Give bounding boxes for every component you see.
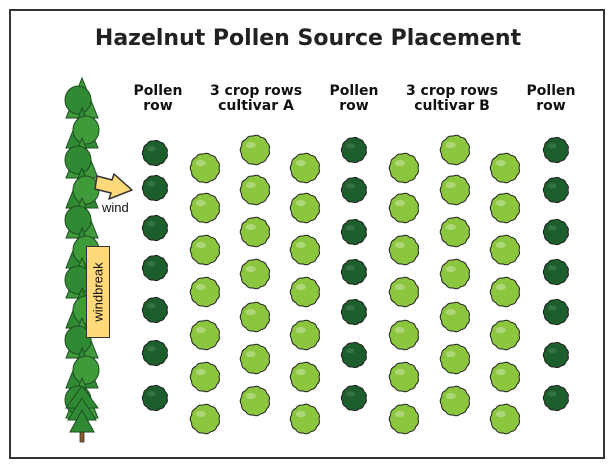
crop-tree bbox=[190, 404, 219, 434]
pollen-tree bbox=[341, 385, 366, 410]
pollen-tree bbox=[341, 259, 366, 284]
pollen-tree bbox=[543, 259, 568, 284]
pollen-tree bbox=[543, 299, 568, 324]
wind-label: wind bbox=[102, 200, 129, 215]
crop-tree bbox=[190, 320, 219, 350]
crop-tree bbox=[389, 320, 418, 350]
pollen-tree bbox=[142, 340, 167, 365]
pollen-tree bbox=[142, 175, 167, 200]
crop-tree bbox=[190, 362, 219, 392]
pollen-tree bbox=[543, 137, 568, 162]
pollen-tree bbox=[341, 299, 366, 324]
crop-tree bbox=[240, 217, 269, 247]
crop-tree bbox=[190, 153, 219, 183]
pollen-tree bbox=[341, 177, 366, 202]
crop-tree bbox=[440, 175, 469, 205]
pollen-tree bbox=[341, 137, 366, 162]
crop-tree bbox=[440, 302, 469, 332]
crop-tree bbox=[490, 153, 519, 183]
pollen-tree bbox=[142, 297, 167, 322]
windbreak-label: windbreak bbox=[91, 246, 106, 338]
crop-tree bbox=[389, 193, 418, 223]
pollen-tree bbox=[142, 140, 167, 165]
crop-tree bbox=[490, 235, 519, 265]
crop-tree bbox=[240, 259, 269, 289]
crop-tree bbox=[290, 193, 319, 223]
crop-tree bbox=[240, 386, 269, 416]
pollen-tree bbox=[543, 342, 568, 367]
pollen-tree bbox=[142, 385, 167, 410]
wind-arrow bbox=[95, 174, 132, 199]
crop-tree bbox=[240, 135, 269, 165]
crop-tree bbox=[240, 302, 269, 332]
pollen-tree bbox=[142, 215, 167, 240]
crop-tree bbox=[240, 344, 269, 374]
crop-tree bbox=[440, 259, 469, 289]
pollen-tree bbox=[341, 219, 366, 244]
crop-tree bbox=[290, 153, 319, 183]
crop-tree bbox=[290, 235, 319, 265]
crop-tree bbox=[440, 217, 469, 247]
crop-tree bbox=[389, 362, 418, 392]
pollen-tree bbox=[543, 219, 568, 244]
crop-tree bbox=[490, 320, 519, 350]
crop-tree bbox=[490, 404, 519, 434]
crop-tree bbox=[190, 193, 219, 223]
crop-tree bbox=[190, 235, 219, 265]
crop-tree bbox=[389, 235, 418, 265]
orchard-trees bbox=[142, 135, 568, 434]
crop-tree bbox=[290, 277, 319, 307]
crop-tree bbox=[290, 320, 319, 350]
crop-tree bbox=[440, 344, 469, 374]
crop-tree bbox=[490, 277, 519, 307]
crop-tree bbox=[440, 386, 469, 416]
crop-tree bbox=[389, 153, 418, 183]
crop-tree bbox=[490, 193, 519, 223]
pollen-tree bbox=[142, 255, 167, 280]
pollen-tree bbox=[543, 177, 568, 202]
crop-tree bbox=[290, 362, 319, 392]
crop-tree bbox=[389, 404, 418, 434]
crop-tree bbox=[290, 404, 319, 434]
crop-tree bbox=[440, 135, 469, 165]
crop-tree bbox=[190, 277, 219, 307]
crop-tree bbox=[240, 175, 269, 205]
crop-tree bbox=[389, 277, 418, 307]
crop-tree bbox=[490, 362, 519, 392]
pollen-tree bbox=[341, 342, 366, 367]
pollen-tree bbox=[543, 385, 568, 410]
